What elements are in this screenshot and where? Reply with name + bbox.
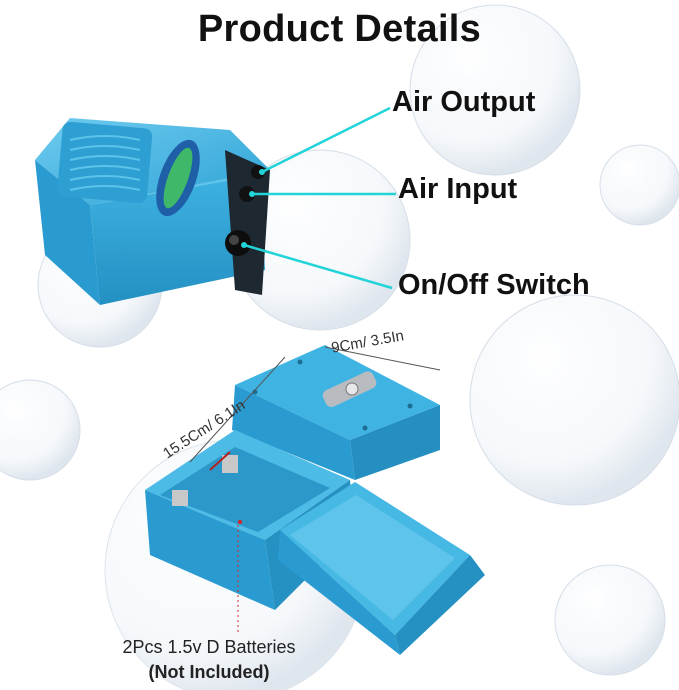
air-input-label: Air Input: [398, 173, 518, 205]
bubble: [599, 144, 679, 226]
bubble: [554, 564, 666, 676]
battery-requirement-text: 2Pcs 1.5v D Batteries: [122, 637, 296, 657]
battery-not-included-text: (Not Included): [148, 662, 270, 682]
on-off-switch-label: On/Off Switch: [398, 269, 590, 301]
air-pump-closed: [35, 118, 270, 305]
air-output-label: Air Output: [392, 86, 536, 118]
dimension-lines: [189, 346, 441, 463]
bubble: [409, 4, 581, 176]
callout-lines: [243, 106, 396, 290]
bubble: [469, 294, 679, 506]
bubble: [0, 379, 81, 481]
page-title: Product Details: [197, 8, 482, 50]
air-pump-open: [145, 345, 485, 655]
